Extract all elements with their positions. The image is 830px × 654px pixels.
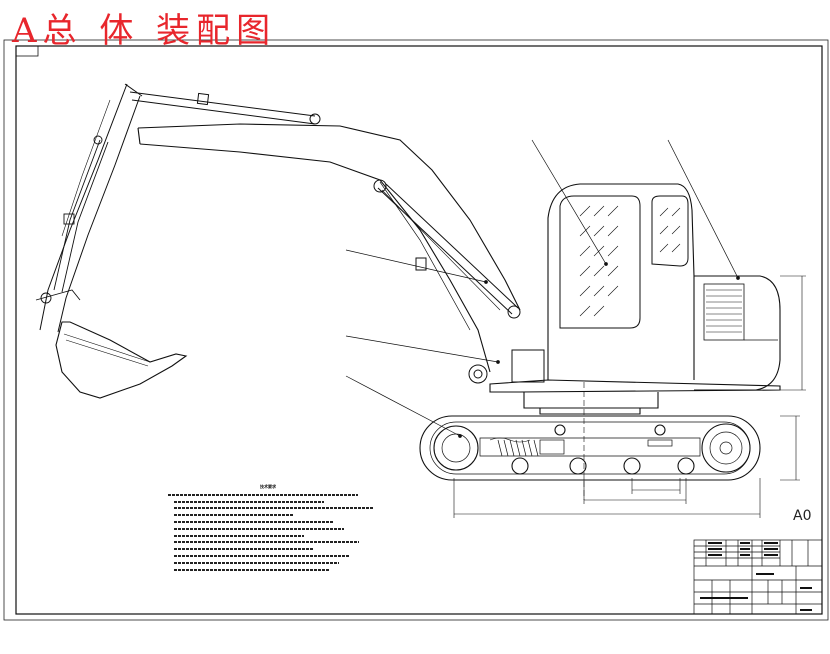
notes-line: [168, 505, 374, 512]
notes-line-ink: [174, 507, 374, 510]
notes-line-ink: [174, 527, 344, 530]
track-tension-spring: [497, 439, 539, 457]
notes-line: [168, 519, 368, 526]
stick-cylinder: [129, 91, 321, 125]
title-block-filled-cells: [700, 542, 812, 611]
notes-line: [168, 512, 368, 519]
notes-line-ink: [174, 534, 304, 537]
notes-line: [168, 533, 368, 540]
leader-lines: [345, 139, 740, 438]
boom: [137, 123, 521, 373]
notes-line: [168, 560, 368, 567]
upper-structure: [489, 379, 781, 500]
notes-line: [168, 546, 368, 553]
boom-foot: [468, 349, 545, 384]
notes-title: 技术要求: [260, 484, 276, 489]
engine-hood: [694, 275, 781, 391]
notes-line-ink: [174, 554, 349, 557]
notes-line: [168, 553, 368, 560]
inner-frame: [15, 45, 823, 615]
notes-line: [168, 526, 368, 533]
notes-line-ink: [174, 541, 359, 544]
drawing-number-box: [15, 45, 39, 57]
track-assembly: [419, 415, 761, 481]
sheet-size-label: A0: [793, 508, 812, 524]
notes-line-ink: [174, 568, 329, 571]
notes-lines: [168, 492, 374, 574]
notes-line: [168, 539, 368, 546]
outer-frame: [3, 39, 829, 621]
notes-line-ink: [174, 548, 314, 551]
notes-line: [168, 499, 368, 506]
bucket: [55, 321, 188, 399]
bucket-linkage: [35, 135, 109, 304]
notes-line: [168, 492, 368, 499]
notes-line-ink: [174, 500, 324, 503]
glass-hatching: [579, 205, 681, 317]
notes-line-ink: [174, 514, 294, 517]
notes-line-ink: [174, 520, 334, 523]
vent-grille: [706, 289, 742, 333]
dimension-lines: [453, 275, 806, 518]
cab: [547, 183, 695, 380]
notes-line: [168, 567, 368, 574]
overlay-title: A总 体 装配图: [12, 11, 277, 51]
technical-requirements: 技术要求: [168, 484, 374, 574]
boom-cylinder: [373, 179, 521, 319]
notes-line-ink: [168, 493, 358, 496]
notes-line-ink: [174, 561, 339, 564]
title-block: [693, 539, 823, 615]
